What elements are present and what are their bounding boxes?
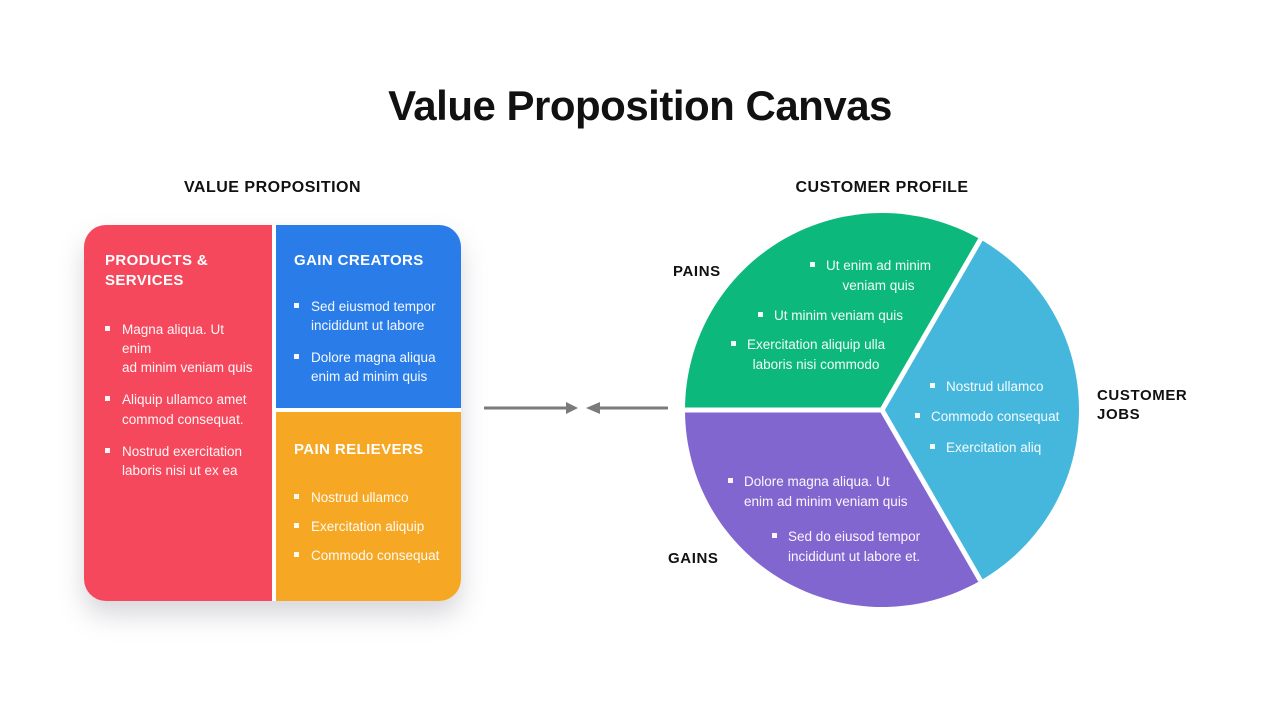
bullet-square-icon <box>731 341 736 346</box>
list-item: Sed do eiusod tempor incididunt ut labor… <box>772 527 920 566</box>
bullet-square-icon <box>294 493 299 499</box>
products-services-title: PRODUCTS & SERVICES <box>105 252 209 289</box>
list-item: Ut enim ad minim veniam quis <box>810 256 931 295</box>
value-proposition-block: PRODUCTS & SERVICES Magna aliqua. Ut eni… <box>84 225 461 601</box>
bullet-square-icon <box>915 413 920 418</box>
list-item: Sed eiusmod tempor incididunt ut labore <box>294 297 447 335</box>
bullet-square-icon <box>105 396 110 402</box>
bullet-text: Ut minim veniam quis <box>774 308 904 323</box>
list-item: Nostrud ullamco <box>930 377 1044 397</box>
list-item: Commodo consequat <box>294 546 447 565</box>
bullet-square-icon <box>930 383 935 388</box>
bullet-square-icon <box>728 478 733 483</box>
gain-creators-list: Sed eiusmod tempor incididunt ut labore … <box>294 297 447 387</box>
bullet-square-icon <box>810 262 815 267</box>
bullet-square-icon <box>772 533 777 538</box>
list-item: Commodo consequat <box>915 407 1059 427</box>
bullet-square-icon <box>105 447 110 453</box>
value-proposition-heading: VALUE PROPOSITION <box>183 179 362 196</box>
bullet-text: Nostrud ullamco <box>311 489 409 505</box>
bullet-text: Dolore magna aliqua. Ut enim ad minim ve… <box>744 474 908 509</box>
gain-creators-title: GAIN CREATORS <box>294 252 424 269</box>
converging-arrows-icon <box>484 402 668 414</box>
list-item: Magna aliqua. Ut enim ad minim veniam qu… <box>105 320 256 377</box>
list-item: Ut minim veniam quis <box>758 306 903 326</box>
list-item: Exercitation aliquip <box>294 517 447 536</box>
bullet-text: Nostrud exercitation laboris nisi ut ex … <box>122 443 243 478</box>
bullet-square-icon <box>294 551 299 557</box>
bullet-square-icon <box>294 302 299 308</box>
bullet-square-icon <box>294 353 299 359</box>
pains-wedge <box>685 213 981 410</box>
bullet-text: Ut enim ad minim veniam quis <box>826 258 932 293</box>
left-arrowhead-icon <box>586 402 600 414</box>
page-title: Value Proposition Canvas <box>388 82 892 130</box>
gain-creators-section: GAIN CREATORS Sed eiusmod tempor incidid… <box>276 225 461 408</box>
list-item: Nostrud ullamco <box>294 488 447 507</box>
bullet-text: Commodo consequat <box>931 409 1060 424</box>
list-item: Nostrud exercitation laboris nisi ut ex … <box>105 442 256 480</box>
list-item: Dolore magna aliqua enim ad minim quis <box>294 348 447 386</box>
wedge-separators <box>685 238 983 582</box>
customer-profile-circle: Ut enim ad minim veniam quis Ut minim ve… <box>685 213 1079 607</box>
gains-wedge <box>685 410 981 607</box>
products-services-list: Magna aliqua. Ut enim ad minim veniam qu… <box>105 320 256 480</box>
bullet-square-icon <box>930 444 935 449</box>
gains-label: GAINS <box>668 550 719 567</box>
list-item: Dolore magna aliqua. Ut enim ad minim ve… <box>728 472 908 511</box>
bullet-text: Dolore magna aliqua enim ad minim quis <box>311 349 436 384</box>
list-item: Exercitation aliquip ulla laboris nisi c… <box>731 335 885 374</box>
list-item: Aliquip ullamco amet commod consequat. <box>105 390 256 428</box>
products-services-section: PRODUCTS & SERVICES Magna aliqua. Ut eni… <box>84 225 272 601</box>
bullet-text: Magna aliqua. Ut enim ad minim veniam qu… <box>122 322 253 376</box>
bullet-text: Sed eiusmod tempor incididunt ut labore <box>311 298 436 333</box>
customer-profile-heading: CUSTOMER PROFILE <box>795 179 969 196</box>
bullet-square-icon <box>758 312 763 317</box>
bullet-text: Exercitation aliquip ulla laboris nisi c… <box>747 337 886 372</box>
pain-relievers-list: Nostrud ullamco Exercitation aliquip Com… <box>294 488 447 565</box>
right-arrowhead-icon <box>566 402 578 414</box>
customer-jobs-label: CUSTOMER JOBS <box>1097 387 1188 423</box>
bullet-square-icon <box>294 522 299 528</box>
pains-label: PAINS <box>673 263 721 280</box>
bullet-square-icon <box>105 326 110 331</box>
bullet-text: Sed do eiusod tempor incididunt ut labor… <box>788 529 921 564</box>
pain-relievers-section: PAIN RELIEVERS Nostrud ullamco Exercitat… <box>276 412 461 601</box>
bullet-text: Aliquip ullamco amet commod consequat. <box>122 392 247 427</box>
list-item: Exercitation aliq <box>930 438 1041 458</box>
customer-profile-pie-icon <box>685 213 1079 607</box>
pain-relievers-title: PAIN RELIEVERS <box>294 441 424 458</box>
bullet-text: Commodo consequat <box>311 547 440 563</box>
customer-jobs-wedge <box>882 239 1079 581</box>
bullet-text: Nostrud ullamco <box>946 379 1044 394</box>
bullet-text: Exercitation aliquip <box>311 518 425 534</box>
bullet-text: Exercitation aliq <box>946 440 1042 455</box>
